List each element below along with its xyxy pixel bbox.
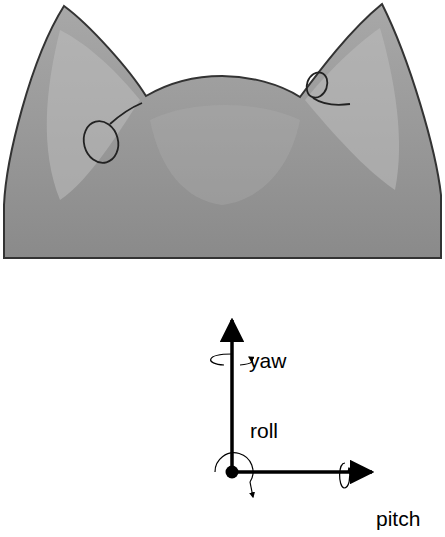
roll-axis-dot <box>226 466 239 479</box>
axis-label: roll <box>250 420 278 441</box>
cat-head <box>4 4 441 258</box>
axis-label: pitch <box>376 508 420 529</box>
roll-arrow <box>250 482 253 497</box>
head-shade <box>150 105 300 205</box>
pitch-rotation <box>340 463 350 488</box>
yaw-axis <box>230 320 234 472</box>
ear-shade <box>47 30 140 200</box>
ear-shade <box>305 28 399 190</box>
yaw-rotation <box>211 354 253 365</box>
marker-lead <box>313 98 350 105</box>
axis-label: yaw <box>249 350 286 371</box>
ear-marker <box>79 117 123 166</box>
marker-lead <box>110 103 142 124</box>
ear-marker <box>303 69 331 100</box>
roll-rotation <box>215 453 253 482</box>
